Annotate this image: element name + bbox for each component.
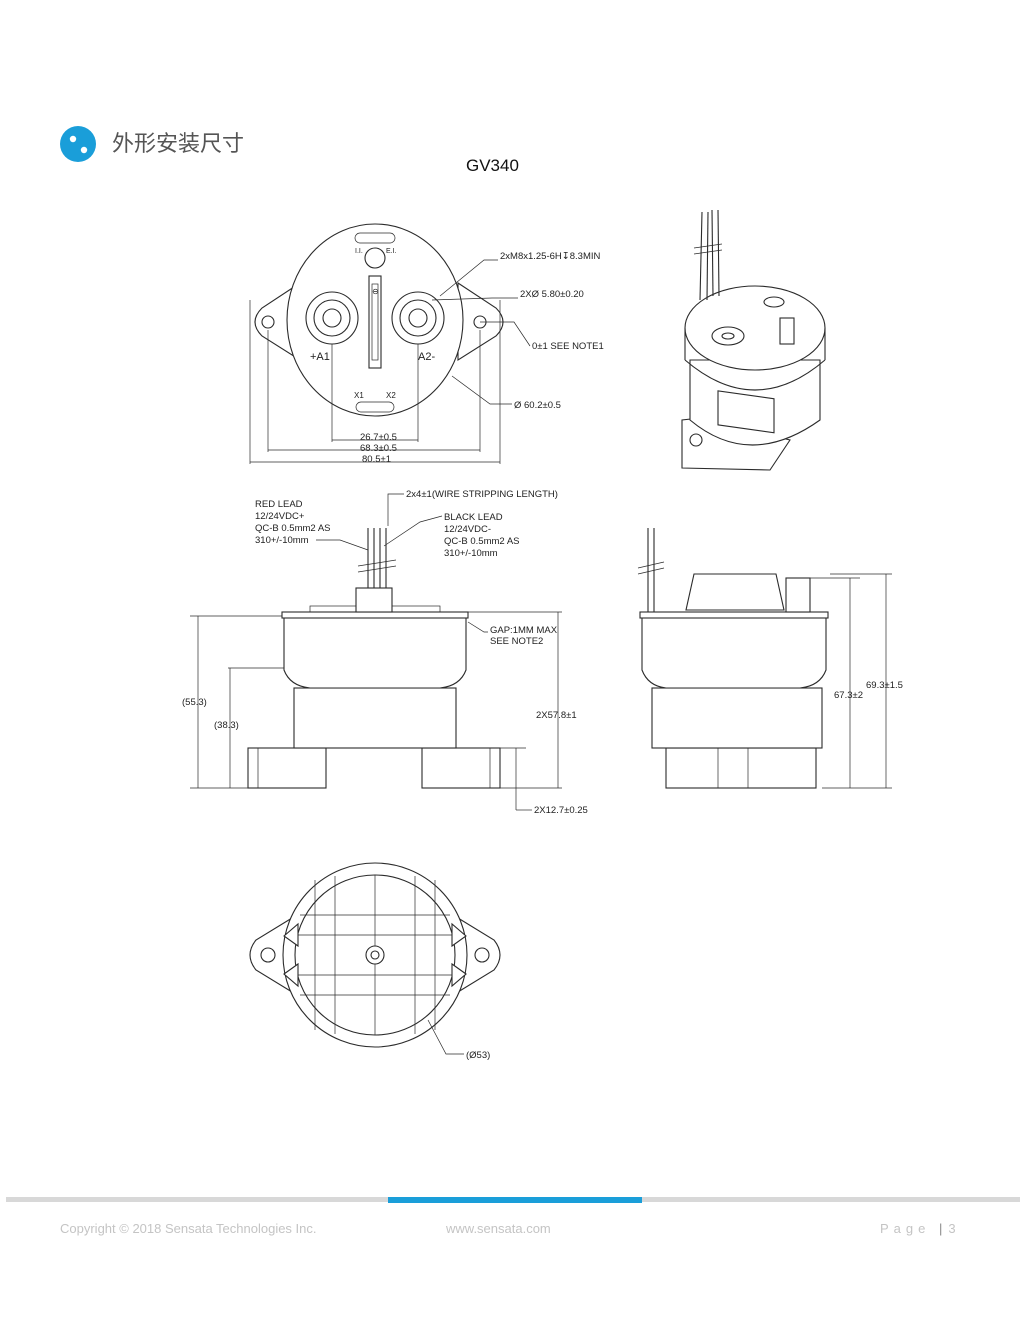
dim-3-label: 80.5±1: [362, 454, 391, 465]
foot-label: 2X12.7±0.25: [534, 805, 588, 816]
coil-top-right-label: E.I.: [386, 248, 397, 255]
note1-label: 0±1 SEE NOTE1: [532, 341, 604, 352]
red-lead-line-2: 12/24VDC+: [255, 511, 305, 522]
side-view: 67.3±2 69.3±1.5: [637, 528, 903, 789]
section-title: 外形安装尺寸: [112, 132, 245, 157]
height-2-label: (38.3): [214, 720, 239, 731]
page-separator: |: [939, 1221, 943, 1236]
gap-note-line-1: GAP:1MM MAX: [490, 625, 558, 636]
thread-note: 2xM8x1.25-6H↧8.3MIN: [500, 251, 600, 262]
dimension-drawing: ⊖ I.I. E.I. +A1 A2- X1 X2 2xM8x1.25-6H↧8…: [182, 209, 903, 1061]
top-view: ⊖ I.I. E.I. +A1 A2- X1 X2 2xM8x1.25-6H↧8…: [249, 223, 604, 465]
svg-text:⊖: ⊖: [372, 287, 379, 296]
footer-page-number: Page | 3: [880, 1221, 956, 1236]
model-label: GV340: [466, 156, 519, 175]
footer-copyright: Copyright © 2018 Sensata Technologies In…: [60, 1221, 317, 1236]
terminal-a1-label: +A1: [310, 351, 330, 363]
side-height-1-label: 67.3±2: [834, 690, 863, 701]
footer-website-link[interactable]: www.sensata.com: [446, 1221, 551, 1236]
height-3-label: 2X57.8±1: [536, 710, 577, 721]
dot-circle-icon: [60, 126, 96, 162]
front-view: (55.3) (38.3) 2X57.8±1 2X12.7±0.25 GAP:1…: [182, 489, 588, 816]
coil-top-left-label: I.I.: [355, 248, 363, 255]
black-lead-line-4: 310+/-10mm: [444, 548, 498, 559]
red-lead-line-4: 310+/-10mm: [255, 535, 309, 546]
strip-note: 2x4±1(WIRE STRIPPING LENGTH): [406, 489, 558, 500]
height-1-label: (55.3): [182, 697, 207, 708]
coil-x1-label: X1: [354, 391, 364, 400]
dim-1-label: 26.7±0.5: [360, 432, 397, 443]
black-lead-line-1: BLACK LEAD: [444, 512, 503, 523]
black-lead-line-3: QC-B 0.5mm2 AS: [444, 536, 520, 547]
side-height-2-label: 69.3±1.5: [866, 680, 903, 691]
red-lead-line-1: RED LEAD: [255, 499, 303, 510]
diameter-label: Ø 60.2±0.5: [514, 400, 561, 411]
gap-note-line-2: SEE NOTE2: [490, 636, 543, 647]
hole-note: 2XØ 5.80±0.20: [520, 289, 584, 300]
bottom-view: (Ø53): [249, 862, 501, 1061]
dim-2-label: 68.3±0.5: [360, 443, 397, 454]
black-lead-line-2: 12/24VDC-: [444, 524, 491, 535]
coil-x2-label: X2: [386, 391, 396, 400]
footer-accent-bar: [388, 1197, 642, 1203]
terminal-a2-label: A2-: [418, 351, 435, 363]
red-lead-line-3: QC-B 0.5mm2 AS: [255, 523, 331, 534]
page-label: Page: [880, 1221, 931, 1236]
isometric-view: [681, 209, 826, 471]
page-number: 3: [948, 1221, 956, 1236]
bottom-diameter-label: (Ø53): [466, 1050, 490, 1061]
